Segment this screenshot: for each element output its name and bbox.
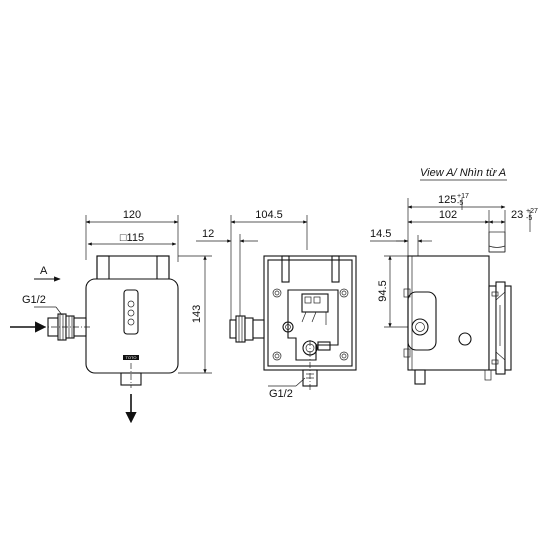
view-a-dim-height: 94.5: [377, 280, 389, 301]
front-dim-height: 143: [191, 305, 203, 323]
front-view: 120 □115 143 TOTO: [10, 209, 212, 424]
view-a-dim-total-tol-lower: -5: [457, 200, 463, 207]
front-dim-inner: □115: [120, 232, 144, 244]
view-a-title: View A/ Nhìn từ A: [420, 167, 506, 179]
view-a: View A/ Nhìn từ A 125 +17 -5 102 23 +27 …: [370, 167, 538, 385]
terminal-block: [301, 293, 329, 313]
view-a-dim-left: 14.5: [370, 228, 391, 240]
wall-flange: [488, 285, 497, 371]
side-dim-depth: 104.5: [255, 209, 283, 221]
outlet-thread-label: G1/2: [269, 388, 293, 400]
side-view: 104.5 12: [196, 209, 357, 400]
view-a-dim-wall: 23: [511, 209, 523, 221]
inlet-thread-label: G1/2: [22, 294, 46, 306]
logo-text: TOTO: [126, 355, 137, 360]
view-a-dim-total: 125: [438, 194, 456, 206]
side-dim-offset: 12: [202, 228, 214, 240]
view-a-dim-body: 102: [439, 209, 457, 221]
view-a-small-port: [458, 332, 472, 346]
view-a-arrow-label: A: [40, 265, 48, 277]
front-dim-width: 120: [123, 209, 141, 221]
view-a-dim-wall-tol-lower: -5: [526, 215, 532, 222]
view-a-dim-wall-tol-upper: +27: [526, 208, 538, 215]
side-inlet-fitting: [229, 315, 265, 343]
view-a-body: [407, 255, 490, 371]
view-a-dim-total-tol-upper: +17: [457, 193, 469, 200]
sensor-window: [123, 289, 139, 335]
wall-section: [488, 231, 506, 253]
logo: [123, 355, 139, 360]
